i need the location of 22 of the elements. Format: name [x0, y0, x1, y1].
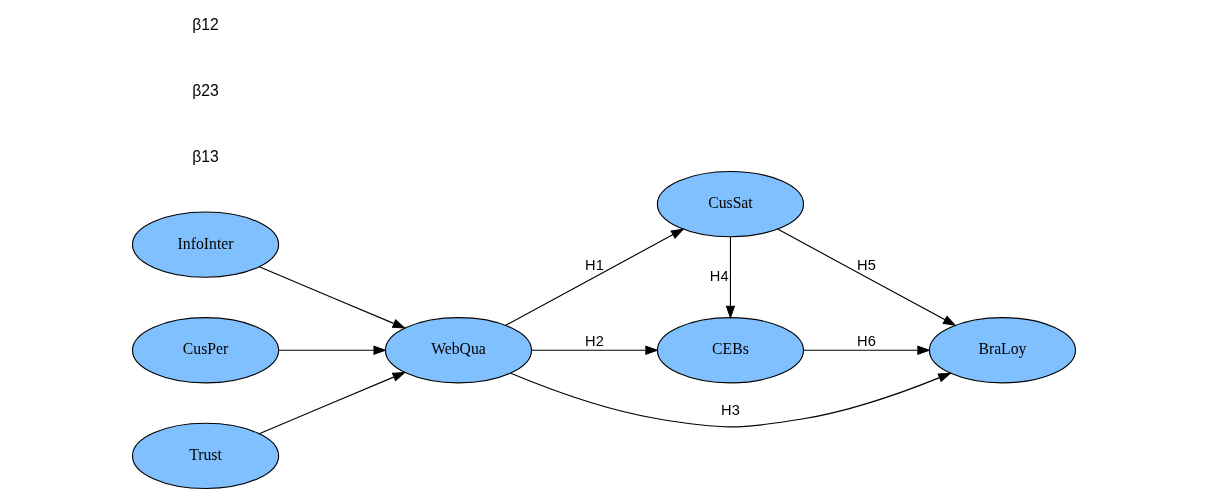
label: β12: [191, 15, 219, 33]
node-ellipse: InfoInter: [131, 211, 279, 278]
edge-label: H3: [720, 401, 740, 418]
arrow: [258, 371, 406, 435]
label: β13: [191, 148, 219, 166]
arrow: [776, 228, 956, 326]
edge-label: H5: [856, 256, 876, 273]
arrow: [504, 228, 684, 326]
edge-label: H1: [584, 256, 604, 273]
arrow: [277, 345, 387, 355]
edge-label: H4: [709, 268, 729, 285]
label: β23: [191, 81, 219, 99]
node-ellipse: CEBs: [656, 317, 804, 384]
node-ellipse: CusPer: [131, 317, 279, 384]
arrow: [802, 345, 931, 355]
edge-label: H6: [856, 333, 876, 350]
node-ellipse: Trust: [131, 422, 279, 490]
arrow: [725, 236, 735, 320]
arrow: [509, 372, 952, 428]
edge-label: H2: [584, 333, 604, 350]
arrow: [258, 266, 406, 329]
arrow: [530, 345, 659, 355]
